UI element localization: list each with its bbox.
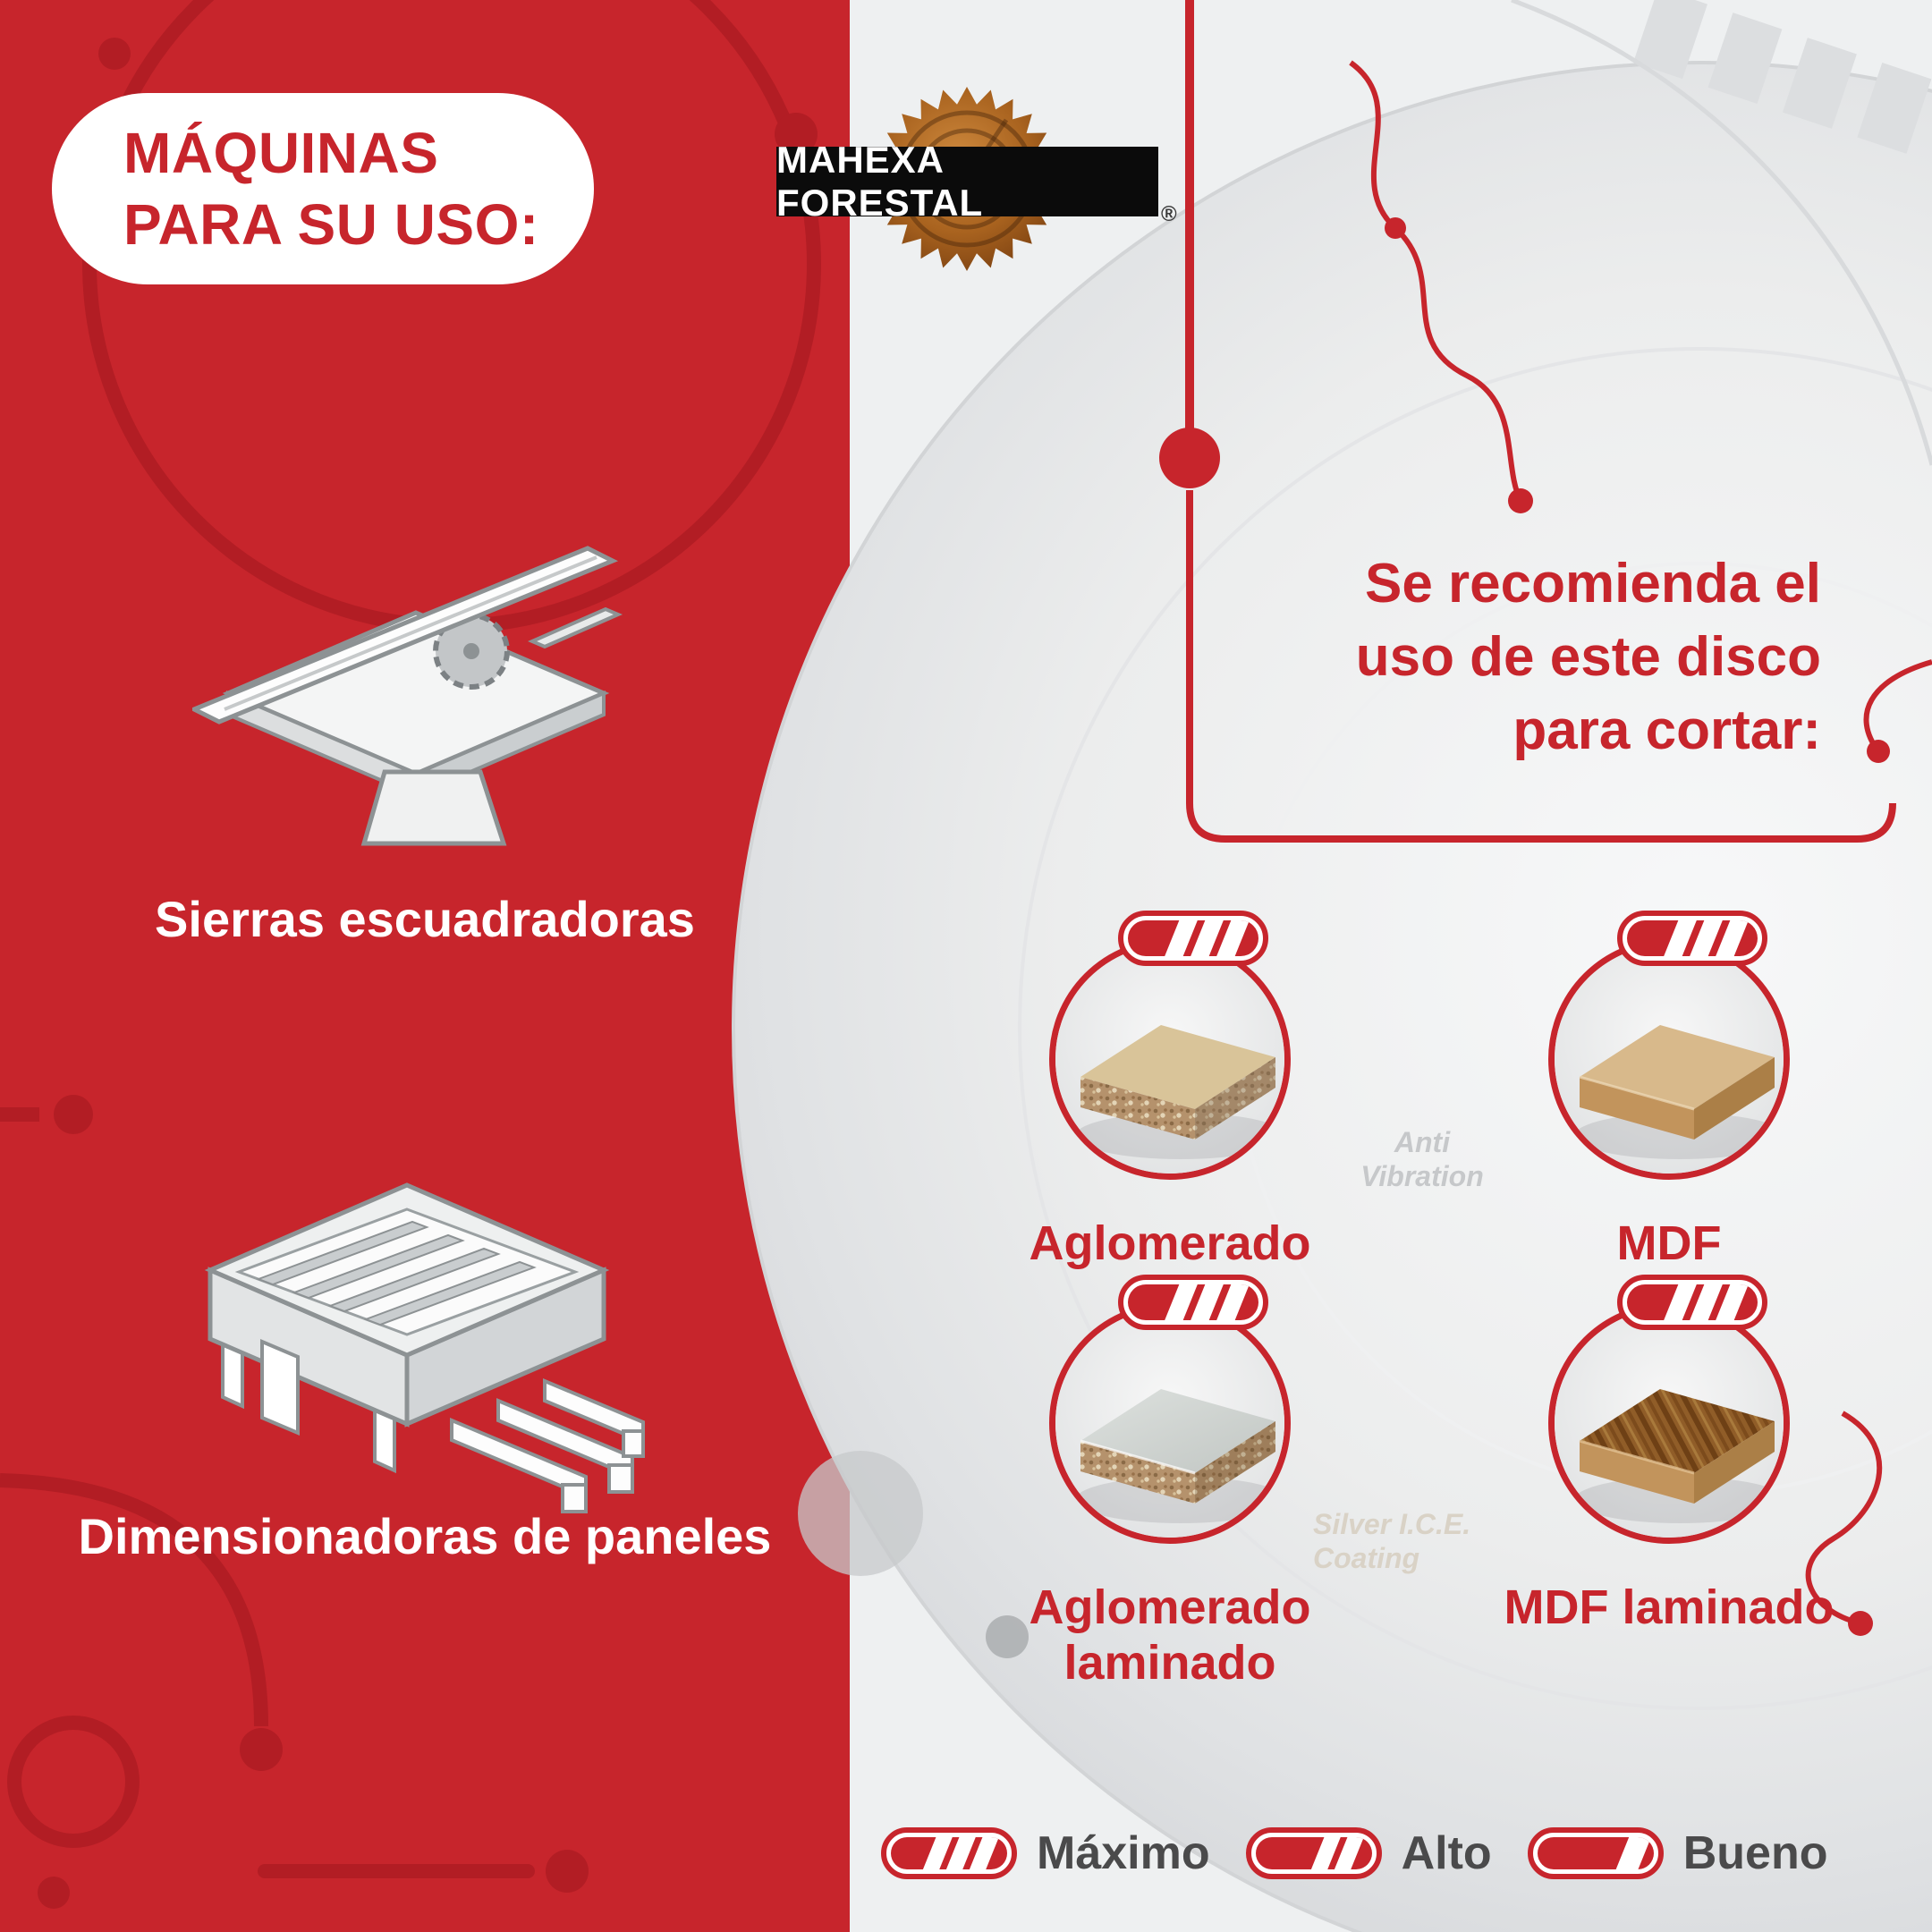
registered-mark: ®: [1161, 202, 1177, 226]
mdf-photo: [1548, 938, 1790, 1180]
legend-badge-bueno: [1527, 1827, 1664, 1879]
page-title: MÁQUINAS PARA SU USO:: [123, 121, 539, 257]
legend-badge-maximo: [881, 1827, 1017, 1879]
material-aglomerado: Aglomerado: [991, 911, 1349, 1271]
sliding-table-saw-icon: [192, 546, 623, 846]
material-label: Aglomerado: [1029, 1216, 1311, 1270]
material-mdf-laminado: MDF laminado: [1490, 1275, 1848, 1635]
material-mdf: MDF: [1490, 911, 1848, 1271]
mdf-laminado-photo: [1548, 1302, 1790, 1544]
recommendation-text: Se recomienda el uso de este disco para …: [1355, 553, 1821, 761]
legend-label: Alto: [1401, 1827, 1492, 1879]
legend-label: Bueno: [1682, 1827, 1828, 1879]
rating-badge-maximo: [1617, 911, 1767, 966]
machine-label-sierras: Sierras escuadradoras: [155, 891, 695, 947]
rating-badge-maximo: [1118, 911, 1268, 966]
legend-badge-alto: [1245, 1827, 1382, 1879]
left-red-panel: [0, 0, 850, 1932]
rating-legend: Máximo Alto Bueno: [881, 1826, 1827, 1880]
logo-text: MAHEXA FORESTAL: [776, 139, 984, 224]
legend-item-maximo: Máximo: [881, 1826, 1210, 1880]
machine-label-dimensionadoras: Dimensionadoras de paneles: [78, 1508, 772, 1564]
material-label: Aglomerado laminado: [1029, 1580, 1311, 1690]
panel-sizing-machine-icon: [204, 1182, 645, 1513]
rating-badge-maximo: [1617, 1275, 1767, 1330]
aglomerado-photo: [1049, 938, 1291, 1180]
rating-badge-maximo: [1118, 1275, 1268, 1330]
aglomerado-laminado-photo: [1049, 1302, 1291, 1544]
legend-item-alto: Alto: [1245, 1826, 1492, 1880]
material-aglomerado-laminado: Aglomerado laminado: [991, 1275, 1349, 1690]
material-label: MDF: [1616, 1216, 1722, 1270]
legend-item-bueno: Bueno: [1527, 1826, 1828, 1880]
logo: MAHEXA FORESTAL: [776, 139, 1158, 224]
title-pill: MÁQUINAS PARA SU USO:: [52, 93, 594, 284]
material-label: MDF laminado: [1504, 1580, 1835, 1634]
legend-label: Máximo: [1037, 1827, 1210, 1879]
